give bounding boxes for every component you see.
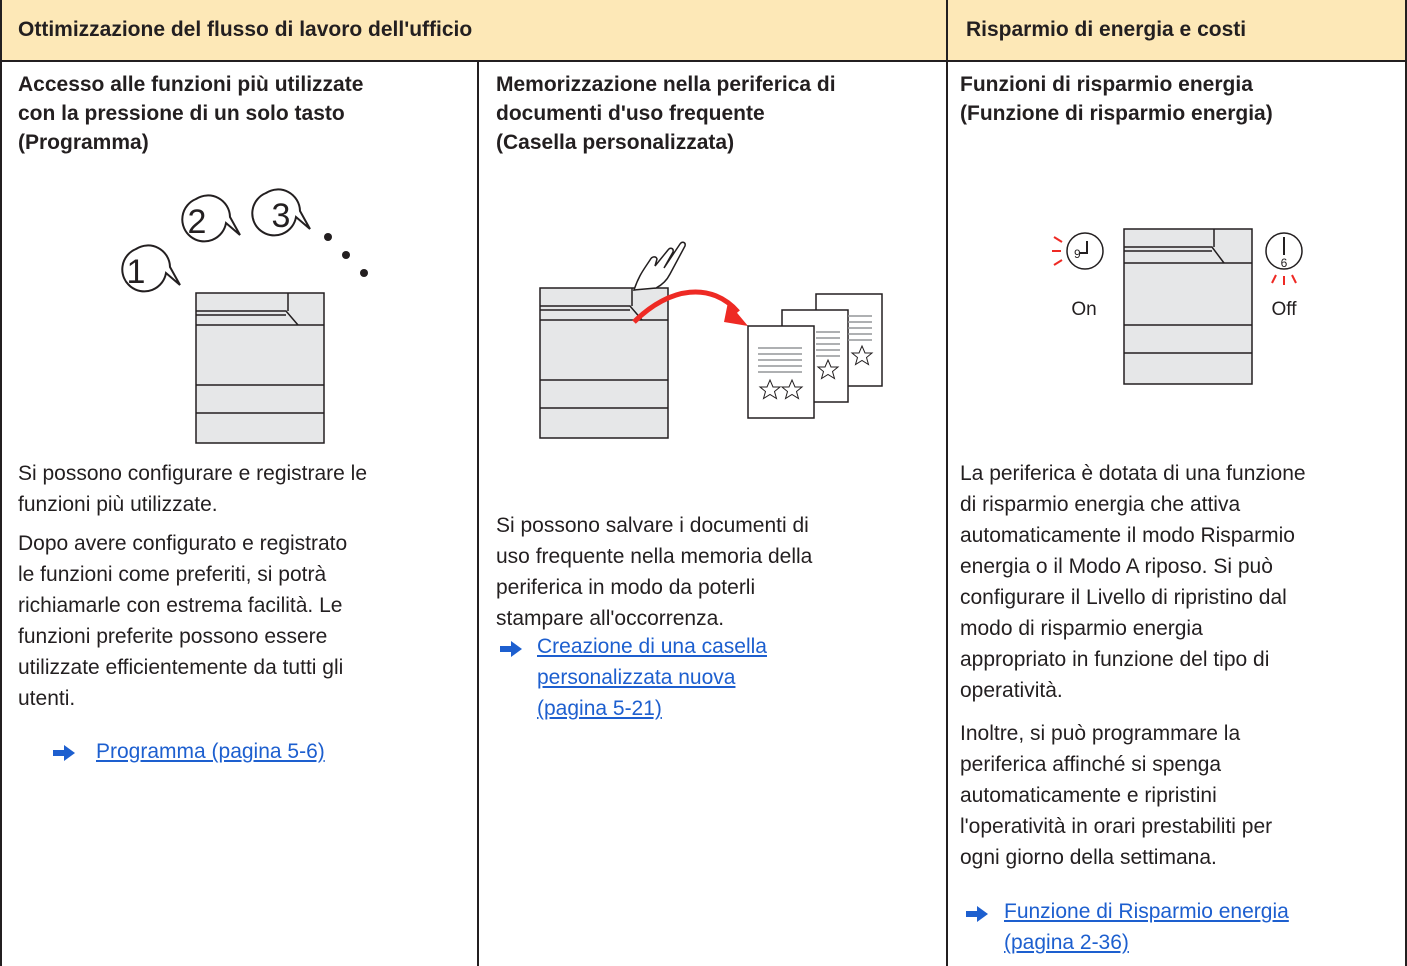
hand-pointer-icon — [632, 241, 686, 291]
section-title-energy: Risparmio di energia e costi — [966, 18, 1247, 41]
star-icon — [780, 378, 804, 400]
clock-on-icon — [1052, 232, 1104, 270]
star-icon — [816, 358, 840, 380]
bubble-1-label: 1 — [127, 253, 146, 291]
casella-illustration — [539, 241, 883, 439]
description-paragraph: Dopo avere configurato e registrato le f… — [18, 532, 348, 710]
bubble-2-label: 2 — [188, 203, 207, 241]
ellipsis-dot — [342, 251, 350, 259]
clock-on-number: 9 — [1074, 247, 1081, 261]
ellipsis-dot — [360, 269, 368, 277]
printer-icon — [1123, 228, 1253, 385]
link-programma[interactable]: Programma (pagina 5-6) — [96, 740, 325, 763]
document-stack-icon — [747, 293, 883, 419]
off-label: Off — [1272, 299, 1298, 320]
number-bubble-3 — [251, 188, 311, 237]
description-paragraph: Inoltre, si può programmare la periferic… — [960, 722, 1273, 869]
divider-right — [1405, 0, 1407, 966]
column-title: Accesso alle funzioni più utilizzate con… — [18, 73, 364, 154]
curved-arrow-icon — [632, 289, 748, 326]
clock-off-icon — [1265, 232, 1303, 285]
link-risparmio-energia[interactable]: Funzione di Risparmio energia (pagina 2-… — [1004, 900, 1289, 954]
number-bubble-2 — [181, 194, 241, 243]
link-casella-personalizzata[interactable]: Creazione di una casella personalizzata … — [537, 635, 767, 720]
column-title: Memorizzazione nella periferica di docum… — [496, 73, 836, 154]
divider-sections — [946, 0, 948, 966]
bubble-3-label: 3 — [272, 197, 291, 235]
clock-off-number: 6 — [1281, 256, 1288, 270]
description-paragraph: La periferica è dotata di una funzione d… — [960, 462, 1306, 702]
on-label: On — [1071, 299, 1096, 320]
arrow-right-icon — [966, 906, 988, 922]
number-bubble-1 — [121, 244, 181, 293]
star-icon — [850, 344, 874, 366]
description-paragraph: Si possono salvare i documenti di uso fr… — [496, 514, 813, 630]
divider-left — [0, 0, 2, 966]
divider-middle — [477, 62, 479, 966]
section-header-workflow: Ottimizzazione del flusso di lavoro dell… — [0, 0, 948, 62]
printer-icon — [195, 292, 325, 444]
arrow-right-icon — [53, 745, 75, 761]
section-header-energy: Risparmio di energia e costi — [948, 0, 1407, 62]
programma-illustration: 1 2 3 — [121, 188, 368, 444]
star-icon — [758, 378, 782, 400]
energy-illustration: 9 On 6 Off — [1052, 228, 1303, 385]
description-paragraph: Si possono configurare e registrare le f… — [18, 462, 368, 516]
column-title: Funzioni di risparmio energia (Funzione … — [960, 73, 1273, 125]
arrow-right-icon — [500, 641, 522, 657]
ellipsis-dot — [324, 233, 332, 241]
section-title-workflow: Ottimizzazione del flusso di lavoro dell… — [18, 18, 473, 41]
